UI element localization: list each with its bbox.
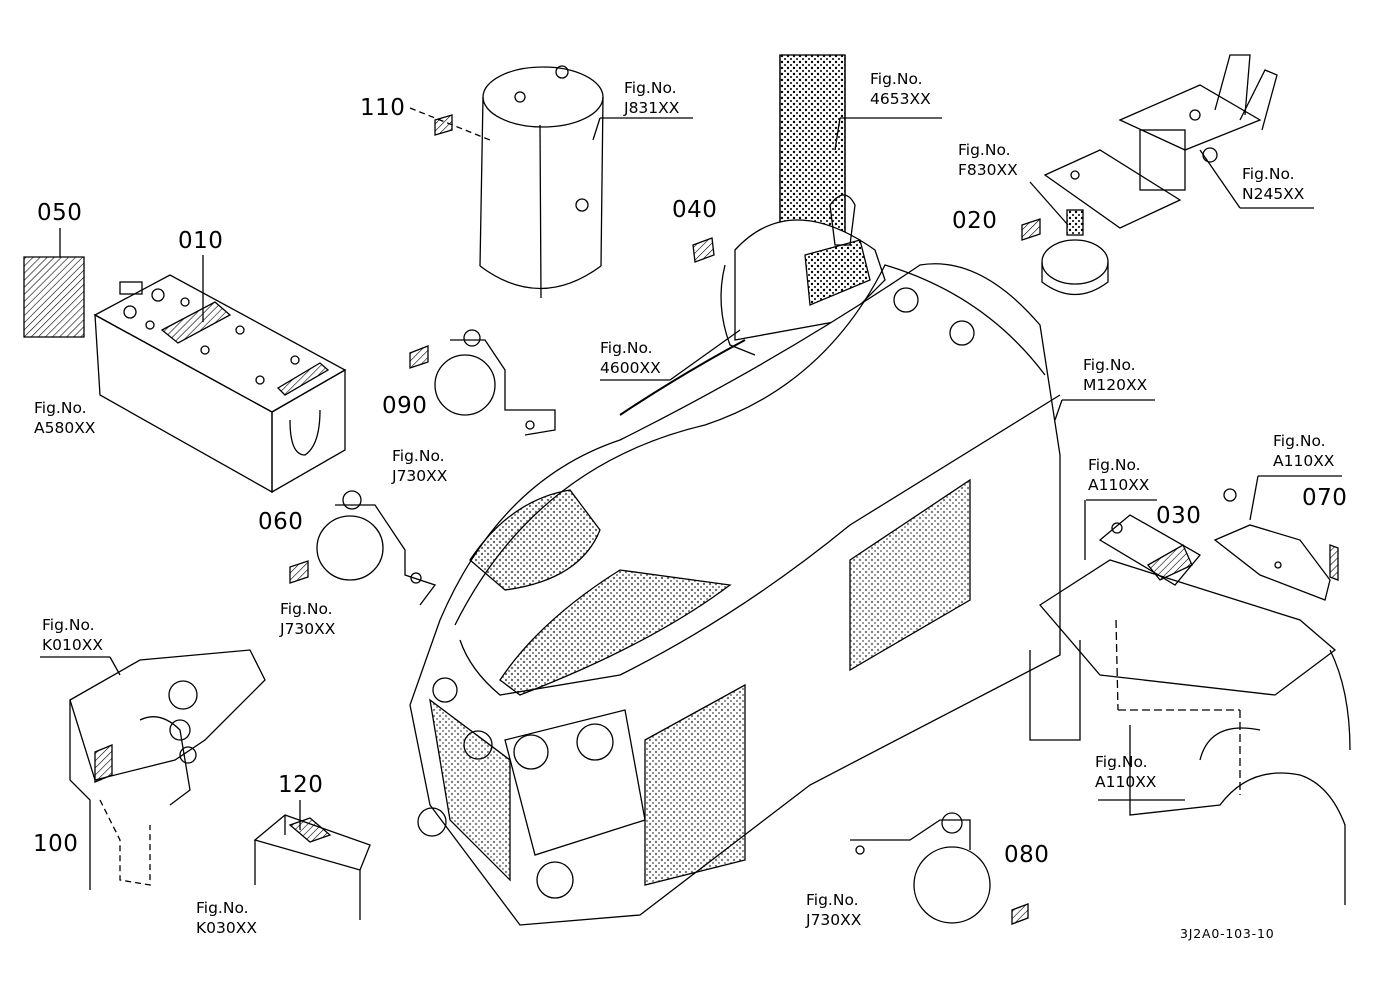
fig-ref-j831: Fig.No.J831XX — [624, 79, 680, 117]
part-number-010: 010 — [178, 228, 224, 254]
exhaust-pipe — [720, 54, 886, 356]
fig-ref-n245: Fig.No.N245XX — [1242, 165, 1305, 203]
fig-ref-a110-070: Fig.No.A110XX — [1273, 432, 1335, 470]
bushing-080 — [850, 812, 991, 924]
fig-ref-k010: Fig.No.K010XX — [42, 616, 103, 654]
fig-ref-4653: Fig.No.4653XX — [870, 70, 931, 108]
fig-ref-f830: Fig.No.F830XX — [958, 141, 1018, 179]
part-number-100: 100 — [33, 831, 79, 857]
bushing-090 — [434, 329, 556, 436]
fig-ref-4600: Fig.No.4600XX — [600, 339, 661, 377]
part-number-080: 080 — [1004, 842, 1050, 868]
part-number-020: 020 — [952, 208, 998, 234]
fig-ref-a110-030: Fig.No.A110XX — [1088, 456, 1150, 494]
part-number-040: 040 — [672, 197, 718, 223]
decal-050 — [23, 256, 85, 338]
fig-ref-j730-060: Fig.No.J730XX — [280, 600, 336, 638]
frame-k010 — [69, 649, 266, 890]
part-number-050: 050 — [37, 200, 83, 226]
bracket-k030 — [253, 814, 371, 920]
fig-ref-m120: Fig.No.M120XX — [1083, 356, 1148, 394]
part-number-070: 070 — [1302, 485, 1348, 511]
air-tank — [479, 65, 604, 299]
part-number-090: 090 — [382, 393, 428, 419]
part-number-120: 120 — [278, 772, 324, 798]
fender-plate — [1029, 559, 1351, 905]
plate-030 — [1098, 514, 1201, 586]
part-number-060: 060 — [258, 509, 304, 535]
fig-ref-j730-090: Fig.No.J730XX — [392, 447, 448, 485]
fig-ref-j730-080: Fig.No.J730XX — [806, 891, 862, 929]
fig-ref-a110-lower: Fig.No.A110XX — [1095, 753, 1157, 791]
fig-ref-a580: Fig.No.A580XX — [34, 399, 96, 437]
part-number-110: 110 — [360, 95, 406, 121]
accumulator-020 — [1041, 209, 1109, 295]
battery — [93, 274, 347, 494]
bushing-060 — [316, 490, 437, 606]
plate-070 — [1213, 488, 1339, 601]
part-number-030: 030 — [1156, 503, 1202, 529]
hood — [409, 263, 1061, 926]
drawing-number: 3J2A0-103-10 — [1180, 926, 1275, 941]
fig-ref-k030: Fig.No.K030XX — [196, 899, 257, 937]
bracket-n245 — [1043, 54, 1278, 229]
